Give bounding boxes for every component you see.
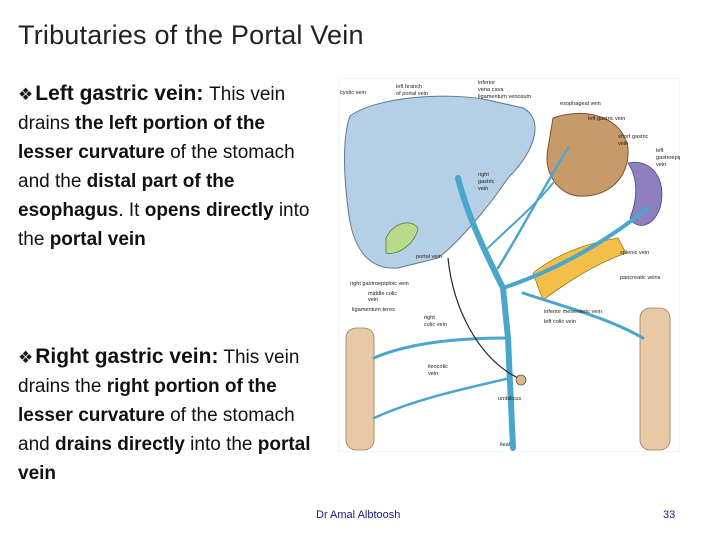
label-umbilicus: umbilicus bbox=[498, 396, 522, 402]
spleen bbox=[627, 161, 663, 226]
label-short-gastric-1: short gastric bbox=[618, 134, 649, 140]
bullet-segment: opens directly bbox=[144, 200, 274, 221]
label-left-gastroepiploic-2: gastroepiploic bbox=[656, 155, 680, 161]
page-number: 33 bbox=[663, 509, 676, 521]
bullet-left-gastric-vein: ❖Left gastric vein: This vein drains the… bbox=[18, 79, 318, 254]
label-short-gastric-2: vein bbox=[618, 141, 628, 147]
bullet-segment: into the bbox=[184, 434, 258, 455]
slide-title: Tributaries of the Portal Vein bbox=[18, 20, 364, 50]
label-esophageal-vein: esophageal vein bbox=[560, 101, 601, 107]
label-inferior-mesenteric: inferior mesenteric vein bbox=[544, 309, 602, 315]
label-ligamentum-teres: ligamentum teres bbox=[352, 307, 395, 313]
label-ivc-2: vena cava bbox=[478, 87, 504, 93]
bullet-segment: . It bbox=[118, 200, 145, 221]
label-right-gastric-3: vein bbox=[478, 186, 488, 192]
liver bbox=[344, 95, 536, 269]
stomach bbox=[546, 112, 629, 197]
footer-author: Dr Amal Albtoosh bbox=[316, 509, 401, 521]
bullet-segment: the left portion of the lesser curvature bbox=[18, 113, 266, 163]
label-left-branch-1: left branch bbox=[396, 84, 422, 90]
bullet-right-gastric-vein: ❖Right gastric vein: This vein drains th… bbox=[18, 342, 318, 488]
right-colic-vein-vessel bbox=[372, 336, 510, 360]
label-left-colic: left colic vein bbox=[544, 319, 576, 325]
right-gastric-vein-vessel bbox=[487, 182, 554, 249]
label-ileocolic-2: vein bbox=[428, 371, 438, 377]
bullet-segment: : bbox=[196, 82, 210, 105]
label-pancreatic-veins: pancreatic veins bbox=[620, 275, 661, 281]
bullet-segment: right portion of the lesser curvature bbox=[18, 376, 277, 426]
label-middle-colic-1: middle colic bbox=[368, 291, 397, 297]
label-ivc-1: inferior bbox=[478, 80, 495, 86]
label-right-gastric-2: gastric bbox=[478, 179, 495, 185]
label-ileal: ileal bbox=[500, 442, 510, 448]
bullet-segment: This vein drains bbox=[18, 84, 286, 134]
bullet-diamond-icon: ❖ bbox=[18, 85, 34, 104]
bullet-segment: of the stomach and bbox=[18, 405, 295, 455]
gallbladder bbox=[385, 222, 419, 254]
ligamentum-teres bbox=[447, 257, 519, 379]
label-cystic-vein: cystic vein bbox=[340, 90, 366, 96]
label-left-gastroepiploic-1: left bbox=[656, 148, 664, 154]
bullet-segment: Right gastric vein: bbox=[35, 345, 219, 368]
label-left-branch-2: of portal vein bbox=[396, 91, 428, 97]
label-middle-colic-2: vein bbox=[368, 297, 378, 303]
bullet-segment: distal part of the esophagus bbox=[18, 171, 235, 221]
bullet-segment: of the stomach and the bbox=[18, 142, 295, 192]
label-right-gastric-1: right bbox=[478, 172, 489, 178]
bullet-segment: Left gastric vein bbox=[35, 82, 197, 105]
inferior-mesenteric-vein-vessel bbox=[521, 291, 645, 340]
bullet-diamond-icon: ❖ bbox=[18, 348, 34, 367]
bullet-segment: portal vein bbox=[49, 229, 146, 250]
portal-vein-diagram: cystic vein left branch of portal vein i… bbox=[338, 78, 680, 452]
ascending-colon bbox=[345, 327, 375, 451]
label-right-gastroepiploic: right gastroepiploic vein bbox=[350, 281, 409, 287]
label-splenic-vein: splenic vein bbox=[620, 250, 649, 256]
bullet-segment: drains directly bbox=[54, 434, 185, 455]
descending-colon bbox=[639, 307, 671, 451]
bullet-segment: This vein drains the bbox=[18, 347, 300, 397]
ileocolic-vein-vessel bbox=[372, 376, 512, 420]
bullet-segment: portal vein bbox=[18, 434, 311, 484]
bullet-text: Right gastric vein: This vein drains the… bbox=[18, 345, 311, 484]
splenic-vein-vessel bbox=[501, 206, 650, 290]
bullet-segment: into the bbox=[18, 200, 310, 250]
pancreas bbox=[532, 237, 627, 301]
bullet-text: Left gastric vein: This vein drains the … bbox=[18, 82, 310, 250]
label-left-gastroepiploic-3: vein bbox=[656, 162, 666, 168]
label-right-colic-2: colic vein bbox=[424, 322, 447, 328]
umbilicus-mark bbox=[515, 374, 527, 386]
label-ligamentum-venosum: ligamentum venosum bbox=[478, 94, 532, 100]
left-gastric-vein-vessel bbox=[496, 146, 570, 270]
label-ileocolic-1: ileocolic bbox=[428, 364, 448, 370]
label-right-colic-1: right bbox=[424, 315, 435, 321]
label-portal-vein: portal vein bbox=[416, 254, 442, 260]
label-left-gastric-vein: left gastric vein bbox=[588, 116, 625, 122]
